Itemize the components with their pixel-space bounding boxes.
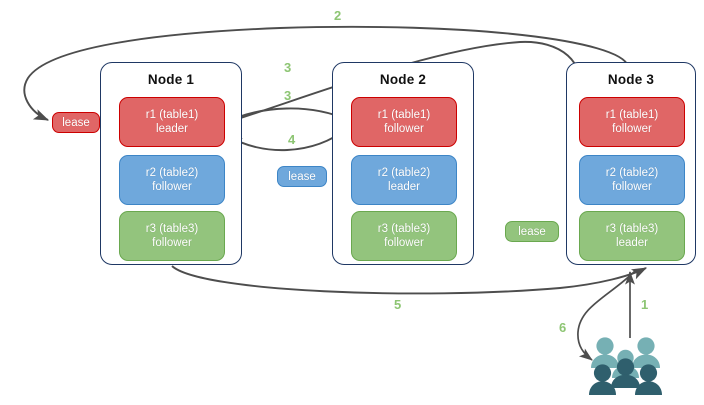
node-1-replica-r1-role: leader bbox=[156, 123, 188, 135]
node-2-replica-r1[interactable]: r1 (table1) follower bbox=[351, 97, 457, 147]
step-label-5: 5 bbox=[394, 297, 402, 312]
node-1-replica-r3-name: r3 (table3) bbox=[145, 222, 199, 235]
step-label-3b: 3 bbox=[284, 88, 292, 103]
lease-badge-blue[interactable]: lease bbox=[277, 166, 327, 187]
node-1-replica-r1[interactable]: r1 (table1) leader bbox=[119, 97, 225, 147]
step-label-4: 4 bbox=[288, 132, 296, 147]
node-2-replica-r3-name: r3 (table3) bbox=[377, 222, 431, 235]
lease-badge-green[interactable]: lease bbox=[505, 221, 559, 242]
node-2-replica-r2[interactable]: r2 (table2) leader bbox=[351, 155, 457, 205]
step-label-3a: 3 bbox=[284, 60, 292, 75]
node-1-replica-r2-role: follower bbox=[152, 181, 192, 193]
node-2-replica-r2-role: leader bbox=[388, 181, 420, 193]
node-1-replica-r1-name: r1 (table1) bbox=[145, 108, 199, 121]
node-1-replica-r3-role: follower bbox=[152, 237, 192, 249]
step-label-6: 6 bbox=[559, 320, 567, 335]
node-3-replica-r1-name: r1 (table1) bbox=[605, 108, 659, 121]
lease-badge-red[interactable]: lease bbox=[52, 112, 100, 133]
node-3-replica-r2[interactable]: r2 (table2) follower bbox=[579, 155, 685, 205]
step-label-2: 2 bbox=[334, 8, 342, 23]
step-label-1: 1 bbox=[641, 297, 649, 312]
node-1-replica-r2[interactable]: r2 (table2) follower bbox=[119, 155, 225, 205]
users-icon bbox=[589, 337, 662, 395]
connector-step-5 bbox=[171, 265, 648, 295]
node-2-replica-r1-name: r1 (table1) bbox=[377, 108, 431, 121]
node-2-box[interactable]: Node 2 r1 (table1) follower r2 (table2) … bbox=[332, 62, 474, 265]
node-1-title: Node 1 bbox=[147, 72, 195, 87]
node-3-replica-r3-name: r3 (table3) bbox=[605, 222, 659, 235]
node-3-replica-r2-name: r2 (table2) bbox=[605, 166, 659, 179]
node-3-title: Node 3 bbox=[607, 72, 655, 87]
node-3-replica-r2-role: follower bbox=[612, 181, 652, 193]
node-3-replica-r3-role: leader bbox=[616, 237, 648, 249]
node-2-replica-r3-role: follower bbox=[384, 237, 424, 249]
node-1-replica-r2-name: r2 (table2) bbox=[145, 166, 199, 179]
node-1-replica-r3[interactable]: r3 (table3) follower bbox=[119, 211, 225, 261]
node-1-box[interactable]: Node 1 r1 (table1) leader r2 (table2) fo… bbox=[100, 62, 242, 265]
node-3-replica-r1[interactable]: r1 (table1) follower bbox=[579, 97, 685, 147]
node-3-box[interactable]: Node 3 r1 (table1) follower r2 (table2) … bbox=[566, 62, 696, 265]
node-2-title: Node 2 bbox=[379, 72, 427, 87]
node-3-replica-r1-role: follower bbox=[612, 123, 652, 135]
node-3-replica-r3[interactable]: r3 (table3) leader bbox=[579, 211, 685, 261]
node-2-replica-r1-role: follower bbox=[384, 123, 424, 135]
node-2-replica-r2-name: r2 (table2) bbox=[377, 166, 431, 179]
node-2-replica-r3[interactable]: r3 (table3) follower bbox=[351, 211, 457, 261]
